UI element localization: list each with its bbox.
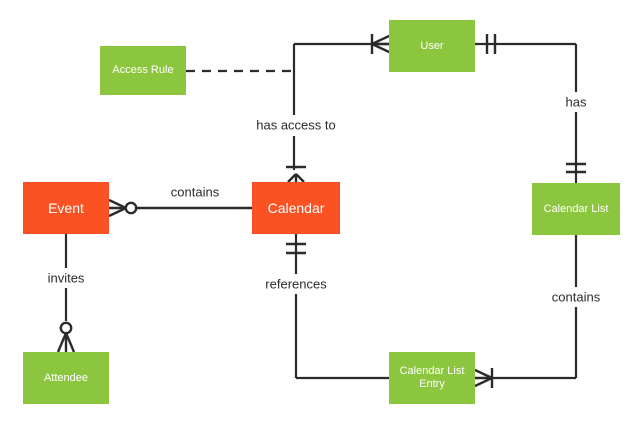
relationship-label-has: has	[565, 94, 587, 110]
entity-label-attendee: Attendee	[43, 371, 89, 384]
entity-label-event: Event	[48, 199, 84, 216]
entity-label-calendar-list: Calendar List	[543, 202, 609, 215]
connector-contains-event	[108, 198, 252, 218]
entity-calendar-list[interactable]: Calendar List	[532, 183, 620, 235]
entity-attendee[interactable]: Attendee	[23, 352, 109, 404]
connector-contains-entry	[474, 235, 578, 388]
relationship-label-references: references	[265, 276, 327, 292]
entity-label-user: User	[420, 39, 444, 52]
connector-has	[475, 34, 586, 183]
connector-has-access-to	[286, 34, 390, 183]
entity-event[interactable]: Event	[23, 182, 109, 234]
relationship-label-contains-event: contains	[170, 184, 220, 200]
entity-calendar[interactable]: Calendar	[252, 182, 340, 234]
relationship-label-has-access-to: has access to	[256, 117, 336, 133]
connector-invites	[56, 234, 76, 353]
entity-label-calendar: Calendar	[267, 199, 325, 216]
connector-references	[286, 234, 389, 380]
entity-access-rule[interactable]: Access Rule	[100, 46, 186, 95]
entity-label-calendar-list-entry: Calendar List Entry	[399, 365, 465, 390]
entity-calendar-list-entry[interactable]: Calendar List Entry	[389, 352, 475, 404]
relationship-label-contains-entry: contains	[551, 289, 601, 305]
entity-label-access-rule: Access Rule	[112, 64, 174, 77]
entity-user[interactable]: User	[389, 20, 475, 72]
relationship-label-invites: invites	[47, 270, 85, 286]
